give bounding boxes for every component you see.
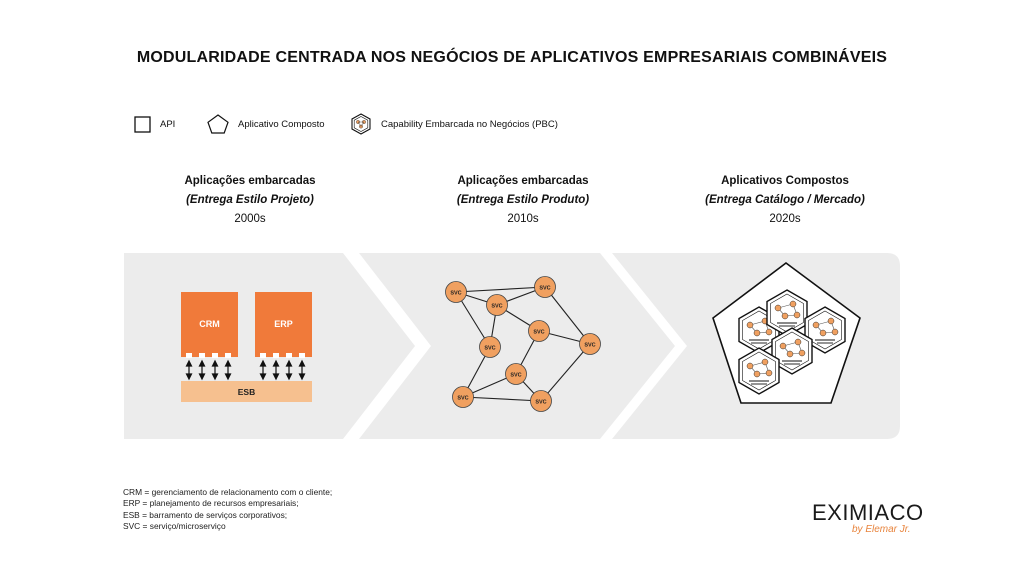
era-2020s: Aplicativos Compostos (Entrega Catálogo … — [655, 172, 915, 229]
note-esb: ESB = barramento de serviços corporativo… — [123, 509, 288, 520]
api-ports — [186, 353, 305, 358]
svc-node: SVC — [486, 294, 508, 316]
monolith-diagram: CRM ERP ESB — [181, 292, 312, 402]
band-segment-2010s — [359, 253, 675, 439]
note-svc: SVC = serviço/microserviço — [123, 521, 226, 532]
era-subtitle: (Entrega Catálogo / Mercado) — [705, 194, 865, 206]
composite-app-diagram — [712, 262, 861, 404]
legend-pbc: Capability Embarcada no Negócios (PBC) — [350, 113, 558, 135]
era-2010s: Aplicações embarcadas (Entrega Estilo Pr… — [393, 172, 653, 229]
note-crm: CRM = gerenciamento de relacionamento co… — [123, 487, 333, 497]
svg-text:SVC: SVC — [491, 304, 502, 310]
legend-composite-app-label: Aplicativo Composto — [238, 118, 325, 130]
microservice-graph: SVC SVC SVC SVC SVC SVC SVC SVC SVC — [445, 276, 601, 412]
eximiaco-logo: EXIMIACO by Elemar Jr. — [812, 500, 924, 535]
crm-label: CRM — [199, 319, 220, 329]
era-heading: Aplicativos Compostos — [721, 175, 849, 187]
svg-text:SVC: SVC — [533, 330, 544, 336]
svc-node: SVC — [579, 333, 601, 355]
era-heading: Aplicações embarcadas — [184, 175, 316, 187]
logo-tagline: by Elemar Jr. — [852, 524, 911, 535]
era-year: 2010s — [507, 213, 539, 225]
era-year: 2020s — [769, 213, 801, 225]
svg-text:SVC: SVC — [484, 346, 495, 352]
svc-node: SVC — [505, 363, 527, 385]
svc-node: SVC — [479, 336, 501, 358]
legend-api: API — [134, 113, 175, 135]
legend-api-label: API — [160, 118, 176, 130]
note-erp: ERP = planejamento de recursos empresari… — [123, 498, 299, 509]
erp-block — [255, 292, 312, 357]
svg-text:SVC: SVC — [535, 400, 546, 406]
era-subtitle: (Entrega Estilo Projeto) — [186, 194, 314, 206]
svc-node: SVC — [534, 276, 556, 298]
svc-node: SVC — [452, 386, 474, 408]
svc-node: SVC — [530, 390, 552, 412]
legend-pbc-label: Capability Embarcada no Negócios (PBC) — [381, 118, 558, 130]
era-2000s: Aplicações embarcadas (Entrega Estilo Pr… — [120, 172, 380, 229]
pentagon-icon — [207, 114, 229, 134]
esb-label: ESB — [238, 387, 255, 397]
svg-text:SVC: SVC — [457, 396, 468, 402]
svg-text:SVC: SVC — [450, 291, 461, 297]
era-subtitle: (Entrega Estilo Produto) — [456, 194, 590, 206]
crm-block — [181, 292, 238, 357]
svg-text:SVC: SVC — [539, 286, 550, 292]
era-year: 2000s — [234, 213, 266, 225]
svg-text:SVC: SVC — [584, 343, 595, 349]
logo-wordmark: EXIMIACO — [812, 500, 924, 525]
svg-text:SVC: SVC — [510, 373, 521, 379]
abbreviation-notes: CRM = gerenciamento de relacionamento co… — [123, 487, 332, 533]
erp-label: ERP — [274, 319, 293, 329]
pbc-hexagon-icon — [351, 113, 371, 135]
api-square-icon — [134, 115, 151, 133]
svc-node: SVC — [445, 281, 467, 303]
integration-arrows — [185, 359, 306, 381]
svc-node: SVC — [528, 320, 550, 342]
legend-composite-app: Aplicativo Composto — [207, 113, 325, 135]
esb-bus — [181, 381, 312, 402]
page-title: MODULARIDADE CENTRADA NOS NEGÓCIOS DE AP… — [136, 49, 888, 66]
era-heading: Aplicações embarcadas — [457, 175, 589, 187]
